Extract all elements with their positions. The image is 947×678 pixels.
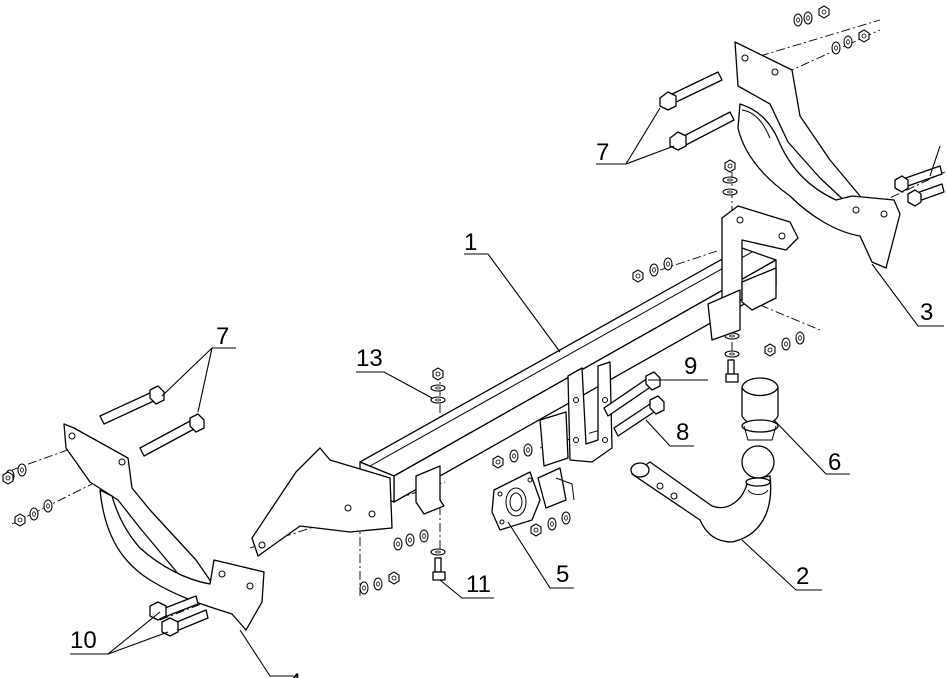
- callout-8: 8: [676, 419, 689, 446]
- bolts-rear-right: [659, 71, 735, 151]
- nuts-lower-left: [359, 529, 429, 595]
- bolts-rear-left: [99, 385, 205, 457]
- callout-6: 6: [828, 449, 841, 476]
- bolts-8-9: [603, 371, 665, 437]
- callout-3: 3: [920, 299, 933, 326]
- callout-labels: 1 2 3 4 5 6 7 7 8 9 10 11 13: [70, 139, 933, 678]
- callout-7-front: 7: [216, 323, 229, 350]
- tow-ball: [630, 445, 775, 543]
- callout-10: 10: [70, 627, 97, 654]
- bracket-right: [734, 41, 901, 269]
- callout-13: 13: [356, 345, 383, 372]
- callout-2: 2: [796, 563, 809, 590]
- bolts-10: [149, 595, 209, 637]
- callout-4: 4: [288, 669, 301, 678]
- callout-11: 11: [466, 571, 491, 598]
- leaders: [70, 107, 944, 677]
- ball-cover: [741, 377, 779, 441]
- callout-9: 9: [684, 353, 697, 380]
- bolts-right-side: [894, 165, 945, 207]
- bracket-left: [63, 423, 265, 631]
- callout-7-rear: 7: [596, 139, 609, 166]
- bolt-stack-right: [722, 159, 740, 383]
- bolt-stack-left: [430, 367, 446, 581]
- socket-plate: [491, 467, 575, 531]
- nuts-top: [793, 5, 870, 55]
- cross-bar: [251, 205, 799, 557]
- callout-1: 1: [464, 229, 477, 256]
- callout-5: 5: [556, 561, 569, 588]
